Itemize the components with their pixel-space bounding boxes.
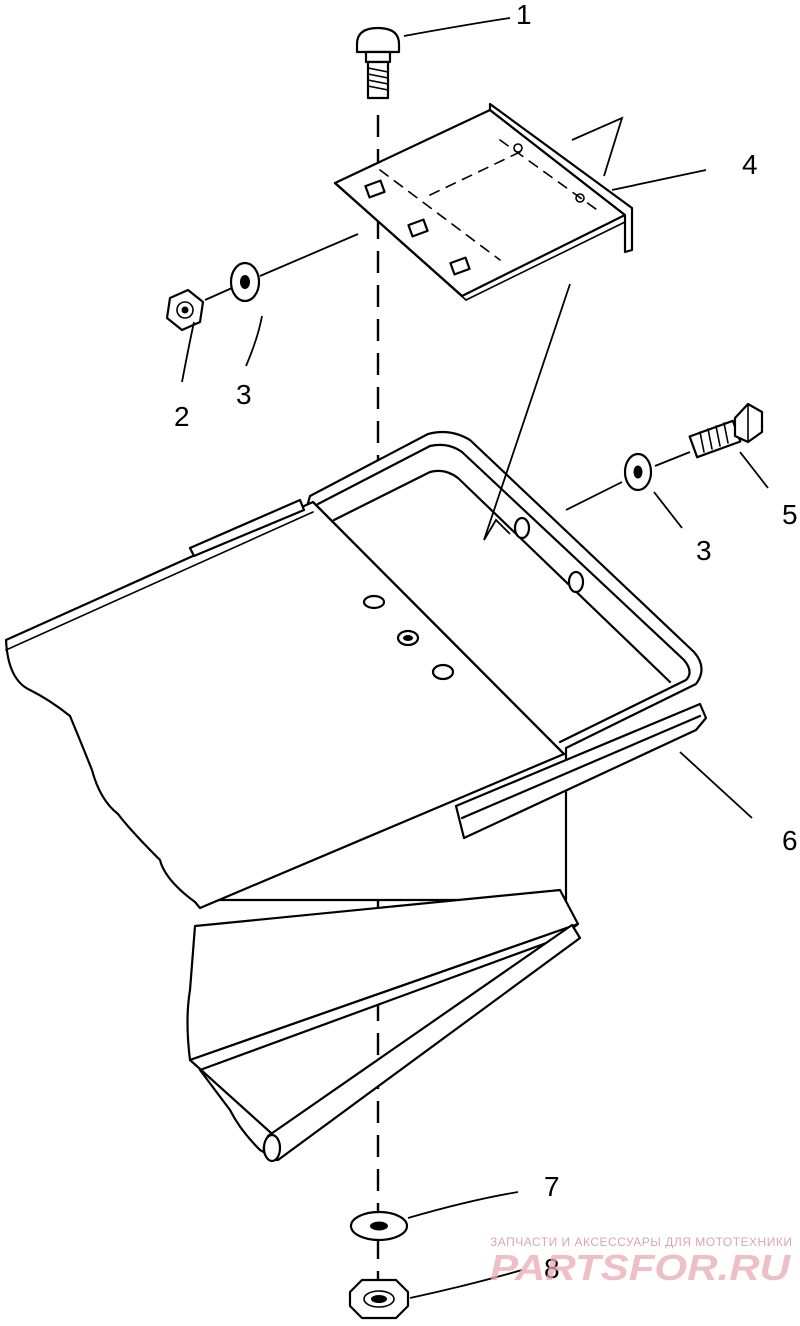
callout-3-right: 3 [696, 535, 712, 566]
part-7-flat-washer [349, 1210, 409, 1242]
callout-6: 6 [782, 825, 798, 856]
watermark-tagline: ЗАПЧАСТИ И АКСЕССУАРЫ ДЛЯ МОТОТЕХНИКИ [490, 1235, 792, 1249]
callout-4: 4 [742, 149, 758, 180]
callout-5: 5 [782, 499, 798, 530]
part-3-flat-washer-right [623, 452, 653, 492]
part-8-hex-nut [348, 1278, 410, 1320]
callout-7: 7 [544, 1171, 560, 1202]
part-1-carriage-bolt [355, 26, 401, 100]
part-3-flat-washer-left [229, 261, 261, 303]
callout-2: 2 [174, 401, 190, 432]
part-6-floor-panel [4, 430, 708, 1163]
part-4-mounting-bracket [333, 102, 634, 301]
callout-3-left: 3 [236, 379, 252, 410]
watermark-brand: PARTSFOR.RU [490, 1247, 791, 1288]
part-5-hex-bolt [688, 402, 764, 459]
callout-8: 8 [544, 1253, 560, 1284]
part-2-hex-nut [165, 288, 205, 332]
callout-1: 1 [516, 0, 532, 30]
